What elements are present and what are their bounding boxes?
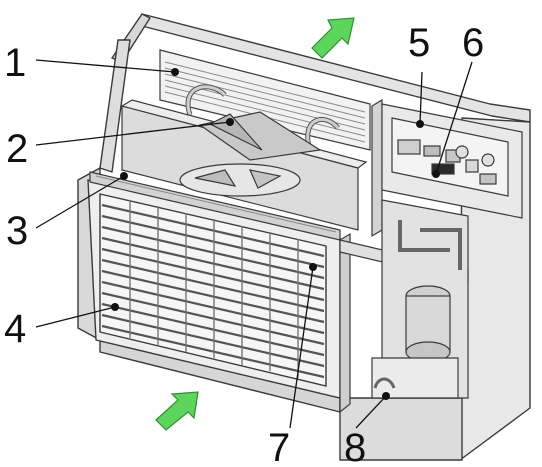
airflow-in-arrow-icon: [155, 391, 199, 431]
callout-dots: [111, 68, 440, 400]
callout-4: 4: [4, 307, 26, 351]
grille-horizontal-slats: [101, 203, 325, 379]
callout-5: 5: [408, 21, 430, 65]
airflow-out-arrow-icon: [311, 17, 355, 59]
electrical-box: [381, 103, 523, 219]
grille-vertical-bars: [129, 200, 299, 378]
callout-1: 1: [4, 41, 26, 85]
compressor-compartment: [371, 199, 469, 399]
leader-lines: [35, 59, 473, 429]
callout-2: 2: [6, 127, 28, 171]
callout-7: 7: [268, 426, 290, 467]
callout-6: 6: [462, 21, 484, 65]
callout-3: 3: [6, 209, 28, 253]
callout-8: 8: [344, 426, 366, 467]
front-grille: [87, 179, 341, 399]
